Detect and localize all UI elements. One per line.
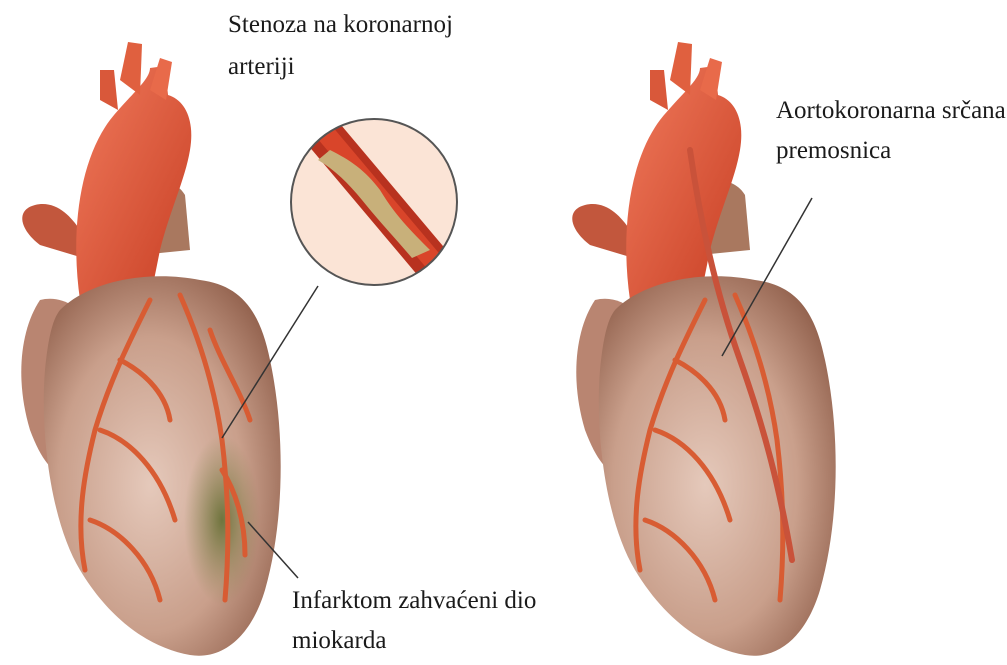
right-aorta-branch-1: [670, 42, 692, 95]
left-aorta-branch-1: [120, 42, 142, 95]
right-aorta: [626, 66, 741, 300]
left-aorta: [76, 66, 191, 300]
stenosis-inset: [270, 100, 480, 290]
bypass-label-line1: Aortokoronarna srčana: [776, 94, 1006, 127]
infarct-label-line1: Infarktom zahvaćeni dio: [292, 584, 536, 617]
stenosis-label-line2: arteriji: [228, 50, 295, 83]
left-heart: [21, 42, 318, 656]
right-aorta-branch-2: [650, 70, 668, 110]
infarct-label-line2: miokarda: [292, 624, 386, 657]
left-aorta-branch-2: [100, 70, 118, 110]
stenosis-label-line1: Stenoza na koronarnoj: [228, 8, 453, 41]
bypass-label-line2: premosnica: [776, 134, 891, 167]
